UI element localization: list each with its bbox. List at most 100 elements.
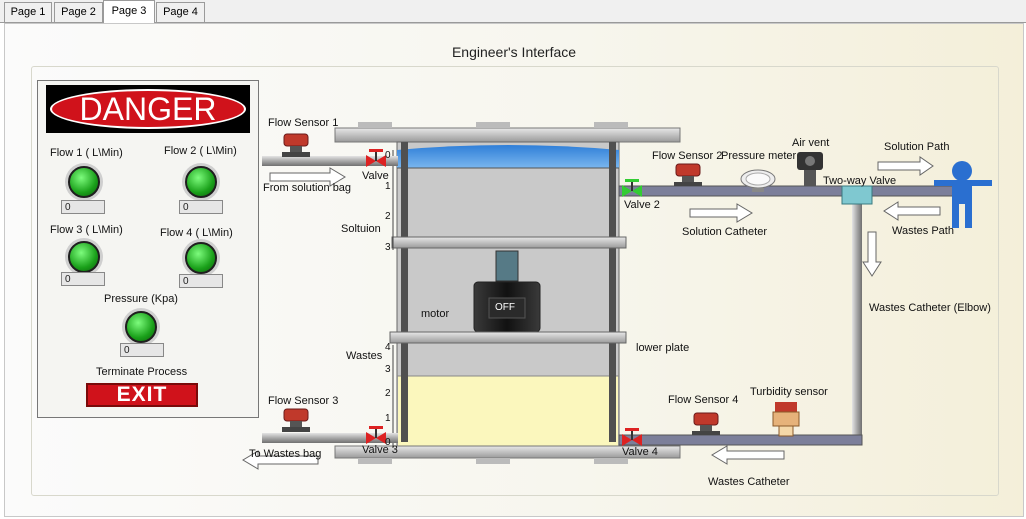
- scale-tick-label: 4: [385, 342, 391, 353]
- top-plate: [334, 127, 681, 143]
- flow-1-value: 0: [61, 200, 105, 214]
- turbidity-sensor-label: Turbidity sensor: [750, 386, 828, 398]
- flow-sensor-2-label: Flow Sensor 2: [652, 150, 723, 162]
- flow-sensor-4-label: Flow Sensor 4: [668, 394, 739, 406]
- from-solution-bag-label: From solution bag: [263, 182, 352, 194]
- scale-tick-label: 2: [385, 211, 391, 222]
- top-clamp: [476, 122, 510, 128]
- page-title: Engineer's Interface: [451, 44, 577, 60]
- scale-tick-label: 2: [385, 388, 391, 399]
- valve-1-label: Valve: [362, 170, 389, 182]
- scale-tick-label: 1: [385, 181, 391, 192]
- wastes-catheter-arrow: [711, 445, 785, 465]
- flow-sensor-3-device: [282, 408, 310, 432]
- scale-tick-label: 3: [385, 242, 391, 253]
- valve-2-label: Valve 2: [624, 199, 660, 211]
- wastes-catheter-pipe: [618, 434, 863, 446]
- valve-4[interactable]: [622, 428, 642, 446]
- outlet-pipe: [262, 433, 398, 443]
- guide-rod-right: [609, 142, 616, 442]
- wastes-label: Wastes: [346, 350, 383, 362]
- flow-1-label: Flow 1 ( L\Min): [50, 147, 123, 159]
- flow-1-indicator: [68, 166, 100, 198]
- control-panel: DANGER Flow 1 ( L\Min) 0 Flow 2 ( L\Min)…: [37, 80, 259, 418]
- motor-state-label: OFF: [495, 302, 515, 313]
- valve-4-label: Valve 4: [622, 446, 658, 458]
- flow-sensor-3-label: Flow Sensor 3: [268, 395, 339, 407]
- wastes-catheter-elbow-label: Wastes Catheter (Elbow): [869, 302, 991, 314]
- air-vent-label: Air vent: [792, 137, 830, 149]
- terminate-label: Terminate Process: [96, 366, 188, 378]
- solution-label: Soltuion: [341, 223, 381, 235]
- scale-tick-label: 3: [385, 364, 391, 375]
- valve-3[interactable]: [366, 426, 386, 444]
- flow-4-label: Flow 4 ( L\Min): [160, 227, 233, 239]
- motor-label: motor: [421, 308, 450, 320]
- lower-plate: [389, 331, 627, 344]
- flow-sensor-2-device: [674, 163, 702, 186]
- to-wastes-bag-arrow: [242, 450, 319, 470]
- tab-page-4[interactable]: Page 4: [156, 2, 205, 22]
- tab-bar: Page 1 Page 2 Page 3 Page 4: [0, 0, 1026, 23]
- pressure-label: Pressure (Kpa): [104, 293, 178, 305]
- pressure-meter-label: Pressure meter: [721, 150, 797, 162]
- pressure-meter-device: [740, 169, 776, 192]
- solution-catheter-arrow: [689, 203, 753, 223]
- patient-icon: [934, 161, 992, 228]
- tab-page-1[interactable]: Page 1: [4, 2, 52, 22]
- tab-page-2[interactable]: Page 2: [54, 2, 103, 22]
- solution-catheter-label: Solution Catheter: [682, 226, 767, 238]
- two-way-valve[interactable]: [841, 185, 873, 205]
- valve-1[interactable]: [366, 149, 386, 167]
- upper-plate: [391, 236, 627, 249]
- tab-page-3[interactable]: Page 3: [103, 0, 155, 23]
- motor-switch[interactable]: [488, 297, 526, 319]
- two-way-valve-label: Two-way Valve: [823, 175, 897, 187]
- flow-2-label: Flow 2 ( L\Min): [164, 145, 237, 157]
- from-solution-bag-arrow: [269, 167, 346, 187]
- turbidity-sensor-device: [772, 402, 800, 437]
- flow-4-value: 0: [179, 274, 223, 288]
- danger-label: DANGER: [50, 89, 246, 129]
- motor-shaft: [495, 250, 519, 282]
- flow-2-value: 0: [179, 200, 223, 214]
- solution-catheter-pipe: [618, 185, 955, 197]
- flow-4-indicator: [185, 242, 217, 274]
- content-border: [31, 66, 999, 496]
- waste-level: [398, 376, 618, 446]
- wastes-elbow-arrow: [862, 231, 882, 277]
- scale-tick-label: 0: [385, 150, 391, 161]
- valve-2[interactable]: [622, 179, 642, 197]
- flow-2-indicator: [185, 166, 217, 198]
- flow-3-label: Flow 3 ( L\Min): [50, 224, 123, 236]
- solution-level: [397, 145, 619, 168]
- flow-3-value: 0: [61, 272, 105, 286]
- guide-rod-left: [401, 142, 408, 442]
- top-clamp: [358, 122, 392, 128]
- solution-path-arrow: [877, 156, 934, 176]
- solution-path-label: Solution Path: [884, 141, 950, 153]
- bottom-clamp: [594, 458, 628, 464]
- wastes-elbow-pipe: [852, 196, 862, 442]
- scale-tick-label: 1: [385, 413, 391, 424]
- lower-plate-label: lower plate: [636, 342, 690, 354]
- flow-sensor-1-label: Flow Sensor 1: [268, 117, 339, 129]
- wastes-path-arrow: [883, 201, 941, 221]
- flow-sensor-1-device: [282, 133, 310, 157]
- bottom-clamp: [476, 458, 510, 464]
- exit-button[interactable]: EXIT: [86, 383, 198, 407]
- scale-tick-label: 0: [385, 437, 391, 448]
- danger-sign: DANGER: [46, 85, 250, 133]
- flow-sensor-4-device: [692, 412, 720, 435]
- valve-3-label: Valve 3: [362, 444, 398, 456]
- air-vent-device: [797, 152, 823, 186]
- top-clamp: [594, 122, 628, 128]
- bottom-clamp: [358, 458, 392, 464]
- pressure-indicator: [125, 311, 157, 343]
- wastes-catheter-label: Wastes Catheter: [708, 476, 790, 488]
- inlet-pipe: [262, 156, 398, 166]
- pressure-value: 0: [120, 343, 164, 357]
- wastes-path-label: Wastes Path: [892, 225, 954, 237]
- to-wastes-bag-label: To Wastes bag: [249, 448, 322, 460]
